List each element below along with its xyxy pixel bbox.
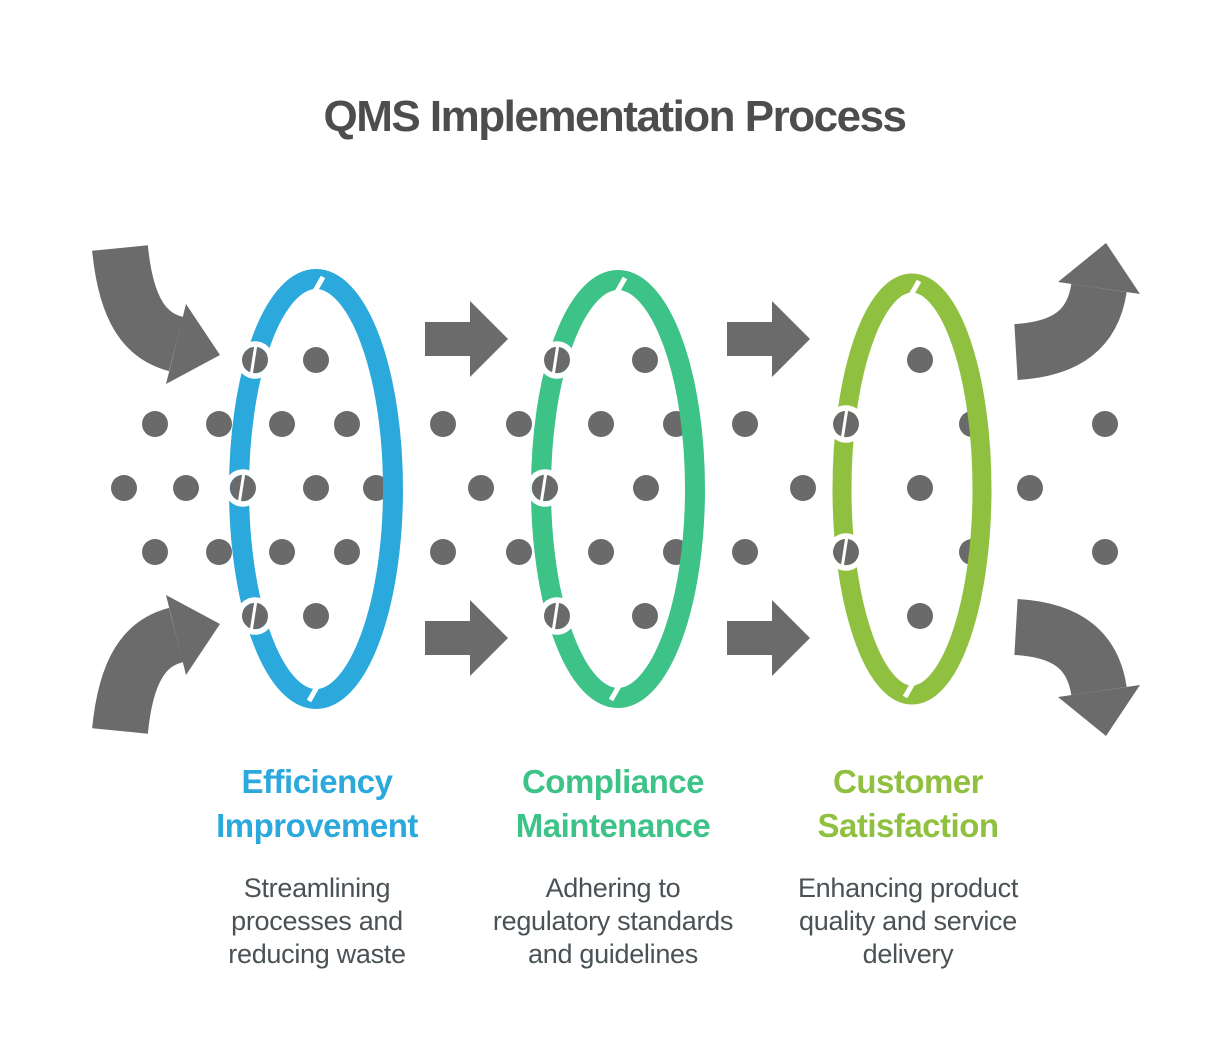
flow-arrow-right-top-2-icon [727,301,810,377]
stage-description-line: Enhancing product [797,873,1019,903]
ringed-dot [236,341,274,379]
stage-label-efficiency-improvement: Efficiency Improvement [157,760,477,848]
stage-description-customer-satisfaction: Enhancing product quality and service de… [748,872,1068,971]
stage-label-line: Maintenance [515,807,711,844]
stage-label-line: Efficiency [241,763,393,800]
stage-description-line: and guidelines [528,939,698,969]
ringed-dot [538,341,576,379]
dot-grid [111,347,1118,629]
stage-label-line: Customer [832,763,984,800]
customer-ring-icon [832,273,992,705]
stage-description-line: Adhering to [545,873,681,903]
stage-description-line: regulatory standards [492,906,734,936]
stage-label-customer-satisfaction: Customer Satisfaction [748,760,1068,848]
ringed-dot [538,597,576,635]
stage-label-line: Compliance [521,763,705,800]
flow-arrows [92,243,1140,736]
ringed-dots [224,341,865,635]
ringed-dot [827,405,865,443]
stage-description-efficiency-improvement: Streamlining processes and reducing wast… [157,872,477,971]
inflow-arrow-bottom-left-icon [92,595,220,735]
page-title: QMS Implementation Process [323,92,907,141]
stage-rings [229,269,992,709]
ringed-dot [827,533,865,571]
inflow-arrow-top-left-icon [92,244,220,384]
outflow-arrow-bottom-right-icon [1013,599,1140,736]
stage-description-line: quality and service [799,906,1017,936]
stage-description-line: delivery [862,939,954,969]
flow-arrow-right-top-1-icon [425,301,508,377]
stage-description-line: reducing waste [228,939,406,969]
stage-label-line: Satisfaction [817,807,999,844]
stage-label-line: Improvement [216,807,418,844]
stage-label-compliance-maintenance: Compliance Maintenance [453,760,773,848]
stage-description-line: Streamlining [243,873,391,903]
ringed-dot [224,469,262,507]
outflow-arrow-top-right-icon [1013,243,1140,380]
compliance-ring-icon [531,270,705,708]
ringed-dot [236,597,274,635]
flow-arrow-right-bottom-2-icon [727,600,810,676]
flow-arrow-right-bottom-1-icon [425,600,508,676]
ringed-dot [526,469,564,507]
stage-description-line: processes and [231,906,403,936]
stage-description-compliance-maintenance: Adhering to regulatory standards and gui… [453,872,773,971]
